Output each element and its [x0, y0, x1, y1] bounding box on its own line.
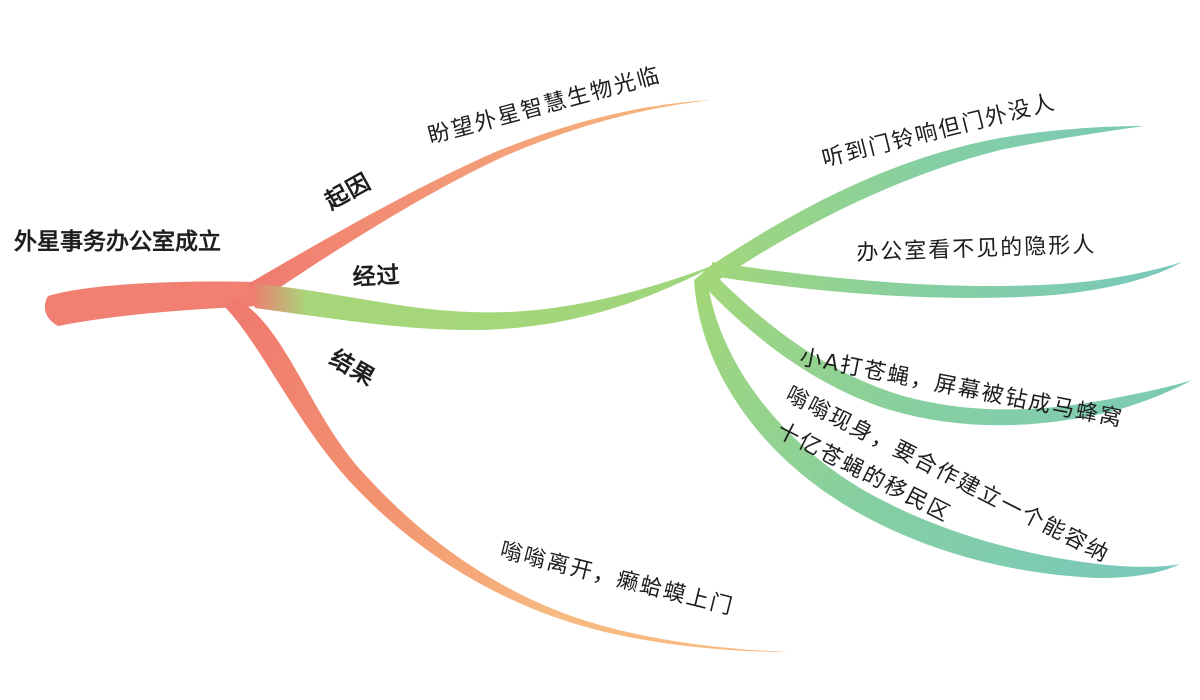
process-branch: [255, 262, 722, 330]
branch-label-process: 经过: [351, 262, 402, 291]
root-title: 外星事务办公室成立: [14, 229, 221, 255]
root-trunk: [44, 281, 262, 326]
leaf-invisible-branch: [712, 262, 1182, 298]
leaf-fly-branch: [700, 268, 1192, 426]
